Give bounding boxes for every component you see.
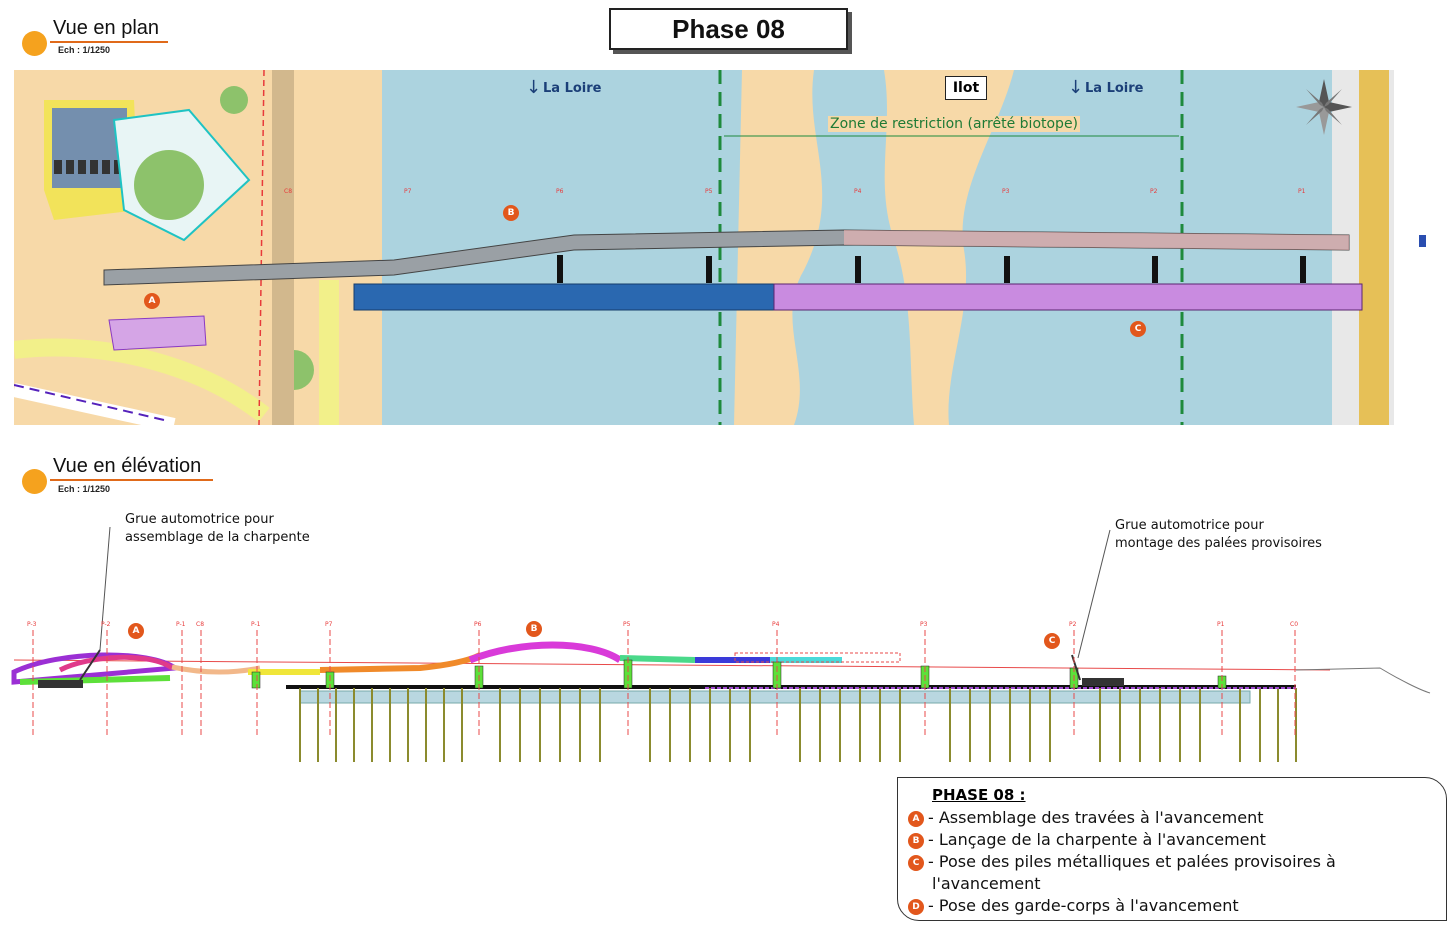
- crane-right-leader: [1077, 529, 1111, 659]
- elevation-title-rule: [50, 479, 213, 481]
- design-line: [13, 659, 1331, 671]
- plan-bullet-dot: [22, 31, 47, 56]
- dike-road: [272, 70, 294, 425]
- crane-note-right: Grue automotrice pour montage des palées…: [1115, 517, 1322, 553]
- piers: [251, 659, 1227, 689]
- tree: [134, 150, 204, 220]
- crane-note-left-line2: assemblage de la charpente: [125, 530, 310, 545]
- arrow-down-icon: ↓: [526, 77, 542, 98]
- elevation-axis-label: P3: [920, 621, 928, 628]
- crane-right-icon: [1071, 654, 1124, 686]
- river-label-2: La Loire: [1085, 81, 1144, 96]
- plan-marker-a: A: [144, 293, 160, 309]
- legend-item: D- Pose des garde-corps à l'avancement: [908, 896, 1239, 915]
- parking-spots: [54, 160, 122, 174]
- river-label-1: La Loire: [543, 81, 602, 96]
- restriction-zone-label: Zone de restriction (arrêté biotope): [828, 116, 1081, 132]
- boundary-line: [14, 384, 165, 421]
- elevation-axis-label: C8: [196, 621, 205, 628]
- legend-item-text: - Assemblage des travées à l'avancement: [928, 808, 1264, 827]
- car: [1419, 235, 1426, 247]
- compass-rose-icon: [1296, 79, 1352, 135]
- crane-left-leader: [99, 526, 111, 651]
- crane-note-right-line2: montage des palées provisoires: [1115, 536, 1322, 551]
- crane-note-right-line1: Grue automotrice pour: [1115, 518, 1264, 533]
- crane-note-left: Grue automotrice pour assemblage de la c…: [125, 511, 310, 547]
- elevation-axis-label: P-1: [176, 621, 186, 628]
- arrow-down-icon: ↓: [1068, 77, 1084, 98]
- island-label: Ilot: [945, 76, 987, 100]
- plan-pier-label: P2: [1150, 188, 1158, 195]
- plan-pier-label: P1: [1298, 188, 1306, 195]
- elevation-marker-c: C: [1044, 633, 1060, 649]
- road-white: [14, 383, 176, 425]
- sand-island-ilot: [884, 70, 1014, 425]
- legend-item-text: - Pose des piles métalliques et palées p…: [928, 852, 1336, 871]
- legend-title: PHASE 08 :: [932, 786, 1026, 804]
- plan-view-map: [14, 70, 1439, 425]
- phase-title: Phase 08: [609, 8, 848, 50]
- girder-segment-pink: [468, 641, 622, 664]
- storage-area: [108, 315, 207, 351]
- legend-item: A- Assemblage des travées à l'avancement: [908, 808, 1264, 827]
- girder-segment-peach: [171, 664, 261, 675]
- tree: [220, 86, 248, 114]
- plan-pier-label: P6: [556, 188, 564, 195]
- plan-pier-label: P4: [854, 188, 862, 195]
- elevation-axis-label: P5: [623, 621, 631, 628]
- legend-marker-a: A: [908, 811, 924, 827]
- elevation-axis-label: C0: [1290, 621, 1299, 628]
- legend-item-continued: l'avancement: [932, 874, 1041, 893]
- elevation-bullet-dot: [22, 469, 47, 494]
- elevation-axis-label: P6: [474, 621, 482, 628]
- plan-abutment-label: C8: [284, 188, 293, 195]
- elevation-axis-label: P4: [772, 621, 780, 628]
- legend-marker-c: C: [908, 855, 924, 871]
- elevation-axis-label: P-2: [101, 621, 111, 628]
- right-bank-ground: [1295, 667, 1431, 694]
- future-girder-zone: [844, 230, 1349, 250]
- elevation-axis-label: P-1: [251, 621, 261, 628]
- plan-marker-b: B: [503, 205, 519, 221]
- right-dike: [1359, 70, 1389, 425]
- elevation-view-drawing: [11, 526, 1431, 762]
- girder-segment-magenta: [58, 654, 174, 673]
- temporary-piles: [299, 688, 1297, 762]
- phase-legend: PHASE 08 : A- Assemblage des travées à l…: [897, 777, 1447, 921]
- plan-scale: Ech : 1/1250: [58, 45, 111, 55]
- temporary-jetty-purple: [773, 283, 1363, 311]
- water-band: [299, 690, 1251, 704]
- girder-segment-mint: [619, 655, 696, 663]
- legend-item: B- Lançage de la charpente à l'avancemen…: [908, 830, 1266, 849]
- legend-item: C- Pose des piles métalliques et palées …: [908, 852, 1336, 871]
- legend-item-text: - Pose des garde-corps à l'avancement: [928, 896, 1239, 915]
- sand-island: [734, 70, 823, 425]
- plan-pier-label: P3: [1002, 188, 1010, 195]
- elevation-axis-label: P1: [1217, 621, 1225, 628]
- elevation-axis-label: P-3: [27, 621, 37, 628]
- temporary-jetty-blue: [353, 283, 775, 311]
- plan-pier-label: P5: [705, 188, 713, 195]
- boundary-red: [258, 70, 265, 425]
- crane-note-left-line1: Grue automotrice pour: [125, 512, 274, 527]
- future-girder-outline: [734, 652, 901, 663]
- legend-marker-b: B: [908, 833, 924, 849]
- plan-view-title: Vue en plan: [53, 17, 160, 39]
- crane-left-icon: [38, 649, 101, 688]
- elevation-axis-label: P2: [1069, 621, 1077, 628]
- elevation-marker-a: A: [128, 623, 144, 639]
- plan-marker-c: C: [1130, 321, 1146, 337]
- access-ramp: [319, 280, 339, 425]
- legend-item-text: - Lançage de la charpente à l'avancement: [928, 830, 1266, 849]
- road: [14, 338, 270, 423]
- legend-marker-d: D: [908, 899, 924, 915]
- elevation-view-title: Vue en élévation: [53, 455, 202, 477]
- pier-supports: [557, 255, 1306, 283]
- elevation-axis-label: P7: [325, 621, 333, 628]
- plan-title-rule: [50, 41, 168, 43]
- right-road: [1394, 70, 1439, 425]
- elevation-scale: Ech : 1/1250: [58, 484, 111, 494]
- plan-pier-label: P7: [404, 188, 412, 195]
- elevation-marker-b: B: [526, 621, 542, 637]
